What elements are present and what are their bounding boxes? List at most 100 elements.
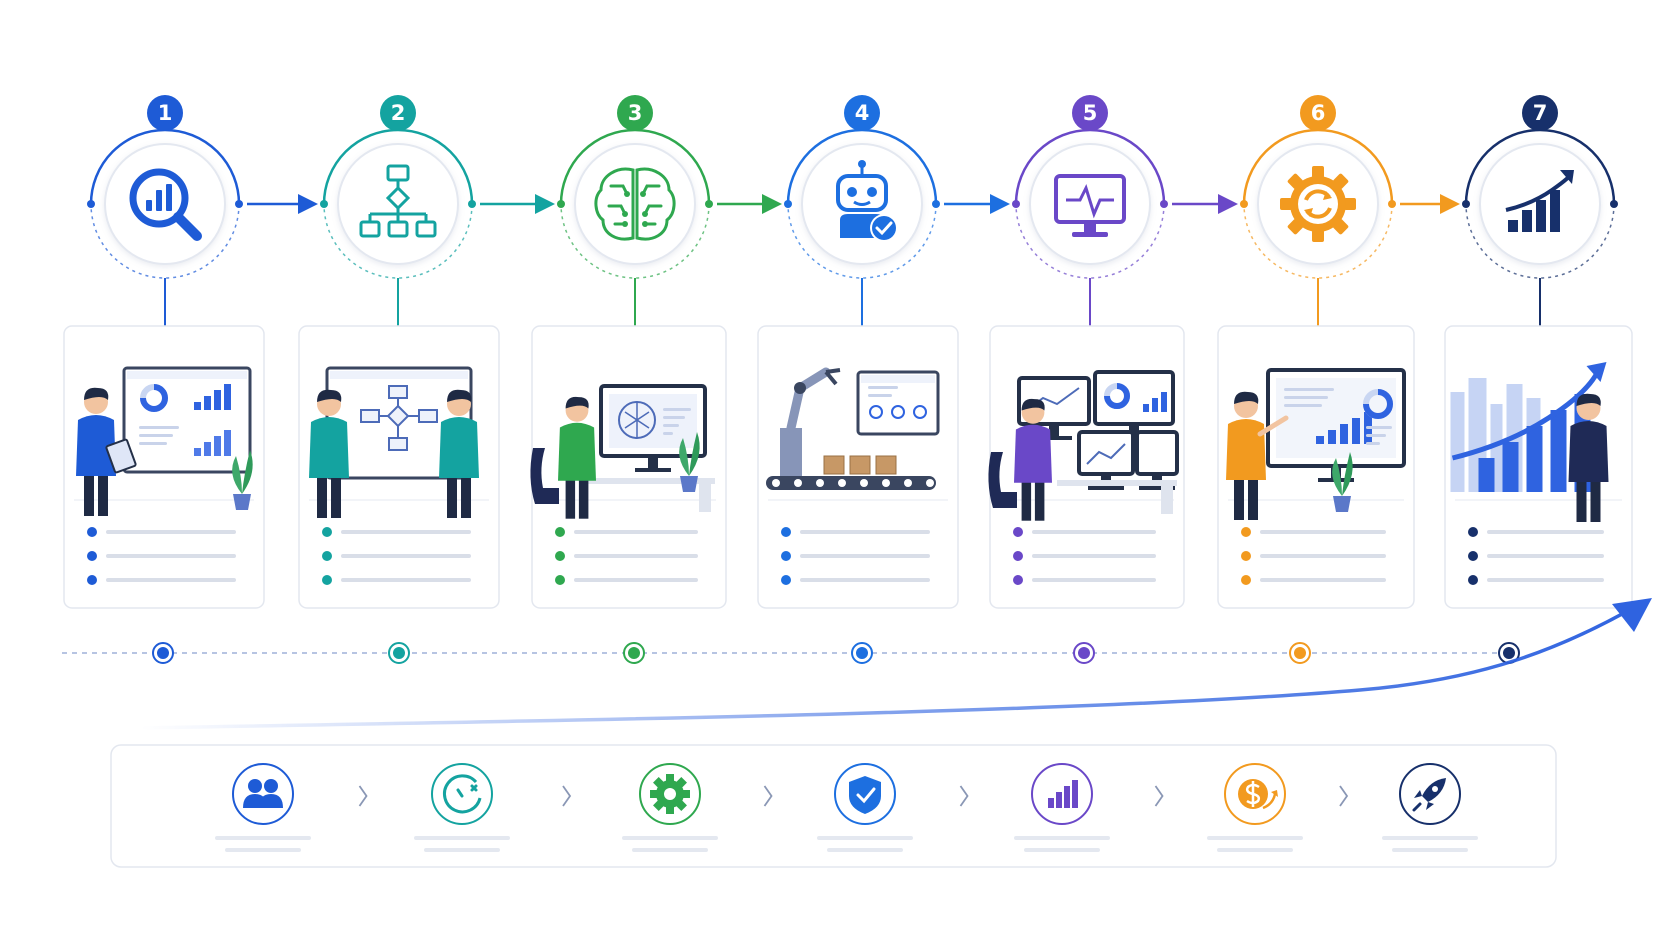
outcome-5-sublabel-line (1024, 848, 1100, 852)
step-2-ring-dot-right (468, 200, 476, 208)
step-5-bullet-line-2 (1032, 554, 1156, 558)
outcome-7-label-line (1382, 836, 1478, 840)
dollar-savings-icon (1238, 779, 1278, 810)
timeline-dot-5 (1078, 647, 1090, 659)
timeline-dot-6 (1294, 647, 1306, 659)
step-2-bullet-line-2 (341, 554, 471, 558)
step-4-bullet-line-2 (800, 554, 930, 558)
businessman-growth-chart-illustration (1450, 362, 1609, 522)
step-5-bullet-1 (1013, 527, 1023, 537)
step-6-bullet-1 (1241, 527, 1251, 537)
step-1-bullet-line-3 (106, 578, 236, 582)
step-5-bullet-2 (1013, 551, 1023, 561)
step-4-ring-dot-right (932, 200, 940, 208)
developer-ai-model-illustration (530, 384, 715, 519)
robot-check-icon (836, 160, 898, 242)
step-1-bullet-line-1 (106, 530, 236, 534)
step-1-bullet-3 (87, 575, 97, 585)
step-2-ring-dot-left (320, 200, 328, 208)
step-6-badge (1300, 95, 1336, 131)
step-7-bullet-1 (1468, 527, 1478, 537)
step-7-ring-dot-right (1610, 200, 1618, 208)
outcome-2-label-line (414, 836, 510, 840)
team-whiteboard-flowchart-illustration (309, 366, 479, 518)
step-7-ring-dot-left (1462, 200, 1470, 208)
gear-refresh-icon (1280, 166, 1356, 242)
outcome-1-sublabel-line (225, 848, 301, 852)
step-3-badge (617, 95, 653, 131)
step-7-bullet-line-1 (1487, 530, 1604, 534)
brain-circuit-icon (594, 167, 676, 241)
step-1-badge (147, 95, 183, 131)
step-4-number: 4 (855, 101, 870, 125)
timeline-dot-2 (393, 647, 405, 659)
outcome-3-chevron-icon (763, 785, 773, 807)
step-3-bullet-3 (555, 575, 565, 585)
step-6: 6 (1217, 95, 1460, 609)
step-6-bullet-line-2 (1260, 554, 1386, 558)
step-7-bullet-2 (1468, 551, 1478, 561)
step-2-bullet-1 (322, 527, 332, 537)
timeline-dot-4 (856, 647, 868, 659)
outcome-2-sublabel-line (424, 848, 500, 852)
step-4: 4 (757, 95, 1010, 609)
step-7-badge (1522, 95, 1558, 131)
outcome-2 (414, 763, 572, 852)
outcome-5-chevron-icon (1154, 785, 1164, 807)
step-3-ring-dot-right (705, 200, 713, 208)
step-5-number: 5 (1083, 101, 1098, 125)
step-3: 3 (530, 95, 782, 609)
step-1-bullet-line-2 (106, 554, 236, 558)
step-2: 2 (298, 95, 555, 609)
timeline-dot-7 (1503, 647, 1515, 659)
step-4-bullet-2 (781, 551, 791, 561)
step-3-bullet-2 (555, 551, 565, 561)
outcome-1-chevron-icon (358, 785, 368, 807)
step-6-bullet-2 (1241, 551, 1251, 561)
step-3-bullet-1 (555, 527, 565, 537)
step-7-bullet-line-2 (1487, 554, 1604, 558)
growth-chart-icon (1505, 170, 1574, 232)
robot-arm-assembly-line-illustration (766, 367, 940, 490)
step-4-bullet-line-3 (800, 578, 930, 582)
outcome-7 (1382, 763, 1478, 852)
step-1-ring-dot-right (235, 200, 243, 208)
outcome-6-chevron-icon (1339, 785, 1349, 807)
team-icon (243, 779, 283, 808)
outcome-3-label-line (622, 836, 718, 840)
outcome-1-label-line (215, 836, 311, 840)
step-3-bullet-line-2 (574, 554, 698, 558)
step-3-icon-disk (574, 143, 696, 265)
step-5-bullet-line-1 (1032, 530, 1156, 534)
step-7-bullet-line-3 (1487, 578, 1604, 582)
step-7-number: 7 (1533, 101, 1548, 125)
step-3-bullet-line-1 (574, 530, 698, 534)
speed-clock-icon (443, 774, 482, 814)
operator-multi-monitor-illustration (988, 370, 1179, 521)
step-1-bullet-1 (87, 527, 97, 537)
step-7: 7 (1444, 95, 1633, 609)
step-5-bullet-line-3 (1032, 578, 1156, 582)
step-4-bullet-3 (781, 575, 791, 585)
outcome-5 (1014, 763, 1164, 852)
outcome-1 (215, 763, 368, 852)
step-1-icon-disk (104, 143, 226, 265)
step-1-ring-dot-left (87, 200, 95, 208)
step-7-bullet-3 (1468, 575, 1478, 585)
step-4-bullet-1 (781, 527, 791, 537)
step-4-badge (844, 95, 880, 131)
outcome-4-sublabel-line (827, 848, 903, 852)
data-search-chart-icon (129, 168, 202, 241)
step-5-ring-dot-left (1012, 200, 1020, 208)
step-2-icon-disk (337, 143, 459, 265)
step-1-bullet-2 (87, 551, 97, 561)
step-2-bullet-line-1 (341, 530, 471, 534)
step-6-bullet-line-3 (1260, 578, 1386, 582)
outcome-3 (622, 763, 773, 852)
step-4-bullet-line-1 (800, 530, 930, 534)
step-2-badge (380, 95, 416, 131)
bar-chart-icon (1048, 780, 1078, 808)
growth-trend-curve (139, 602, 1641, 730)
step-6-ring-dot-right (1388, 200, 1396, 208)
presenter-analytics-board-illustration (1226, 368, 1406, 520)
